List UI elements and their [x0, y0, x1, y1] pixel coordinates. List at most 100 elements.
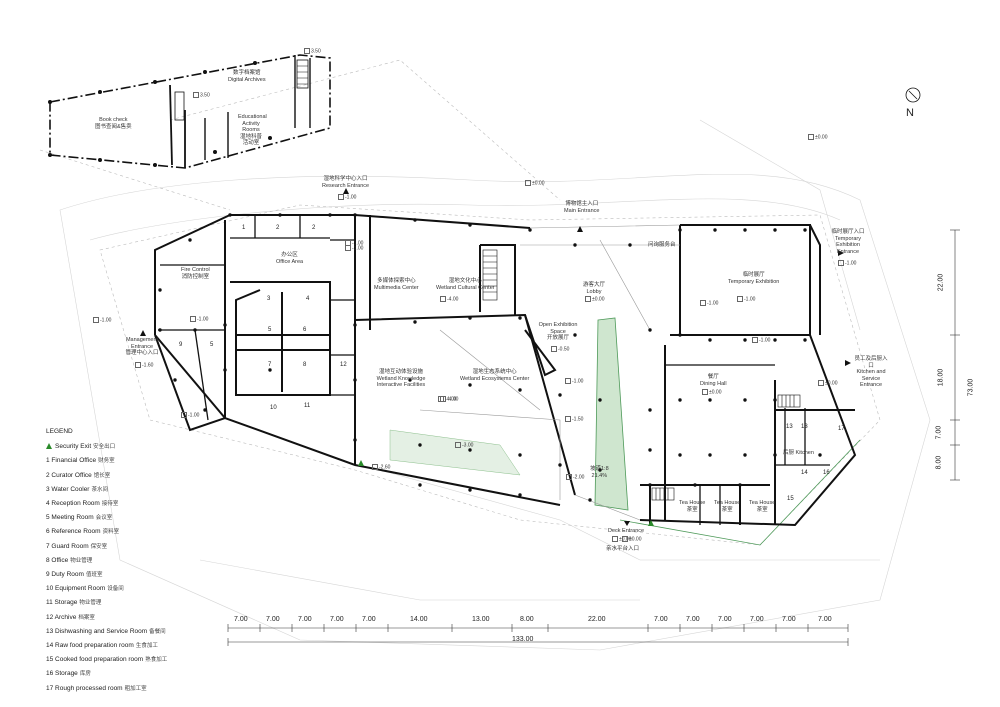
column: [223, 368, 227, 372]
dimension-label: 7.00: [266, 616, 280, 623]
column: [708, 338, 712, 342]
column: [678, 398, 682, 402]
column: [413, 218, 417, 222]
room-number: 16: [823, 470, 830, 476]
column: [803, 338, 807, 342]
column: [468, 316, 472, 320]
level-tag: ±0.00: [622, 536, 641, 542]
room-number: 15: [787, 496, 794, 502]
room-number: 2: [276, 225, 280, 231]
column: [558, 393, 562, 397]
dimension-label: 13.00: [472, 616, 490, 623]
site-context: [59, 119, 931, 651]
column: [773, 228, 777, 232]
column: [418, 483, 422, 487]
column: [193, 328, 197, 332]
level-tag: -1.00: [190, 316, 208, 322]
column: [528, 228, 532, 232]
dining-hall-level: ±0.00: [702, 389, 721, 395]
column: [468, 383, 472, 387]
column: [158, 288, 162, 292]
management-entrance-level: -1.60: [135, 362, 153, 368]
dimension-label: 7.00: [718, 616, 732, 623]
dimension-label: 7.00: [234, 616, 248, 623]
column: [598, 468, 602, 472]
bottom-dimension-line: [228, 627, 848, 643]
column: [353, 213, 357, 217]
stairs: [482, 249, 801, 501]
column: [773, 453, 777, 457]
room-number: 12: [340, 362, 347, 368]
entrance-arrows: [140, 188, 851, 526]
column: [228, 213, 232, 217]
wetland-culture-level: -4.00: [440, 296, 458, 302]
column: [773, 338, 777, 342]
column: [648, 408, 652, 412]
dim-total: 133.00: [512, 636, 534, 643]
room-number: 13: [786, 424, 793, 430]
room-number: 9: [179, 342, 183, 348]
column: [413, 320, 417, 324]
dimension-label: 7.00: [362, 616, 376, 623]
deck-entrance-level: ±0.00: [612, 536, 631, 542]
column: [558, 463, 562, 467]
column: [708, 398, 712, 402]
level-tag: -4.00: [440, 396, 458, 402]
right-dimension-line: [950, 229, 960, 481]
level-tag: -2.60: [372, 464, 390, 470]
room-number: 10: [270, 405, 277, 411]
level-tag: -3.00: [455, 442, 473, 448]
level-tag: -1.00: [181, 412, 199, 418]
column: [648, 448, 652, 452]
room-number: 17: [838, 426, 845, 432]
column: [268, 368, 272, 372]
ramp-green: [594, 317, 629, 511]
deck-entrance-cn: 亲水平台入口: [606, 546, 640, 552]
dimension-label: 7.00: [654, 616, 668, 623]
column: [743, 228, 747, 232]
dimension-label: 7.00: [686, 616, 700, 623]
column: [628, 243, 632, 247]
column: [648, 483, 652, 487]
column: [803, 228, 807, 232]
column: [598, 398, 602, 402]
column: [773, 398, 777, 402]
column: [693, 483, 697, 487]
level-tag: -1.00: [752, 337, 770, 343]
mezz-level-b: 3.50: [193, 92, 210, 98]
room-number: 11: [304, 403, 311, 409]
level-tag: -1.00: [93, 317, 111, 323]
level-tag: -1.00: [345, 245, 363, 251]
column: [158, 328, 162, 332]
column: [743, 338, 747, 342]
column: [708, 453, 712, 457]
lobby-level: ±0.00: [585, 296, 604, 302]
dimension-label: 7.00: [298, 616, 312, 623]
thin-lines: [419, 224, 681, 521]
column: [418, 443, 422, 447]
column: [648, 328, 652, 332]
level-tag: -1.50: [565, 416, 583, 422]
